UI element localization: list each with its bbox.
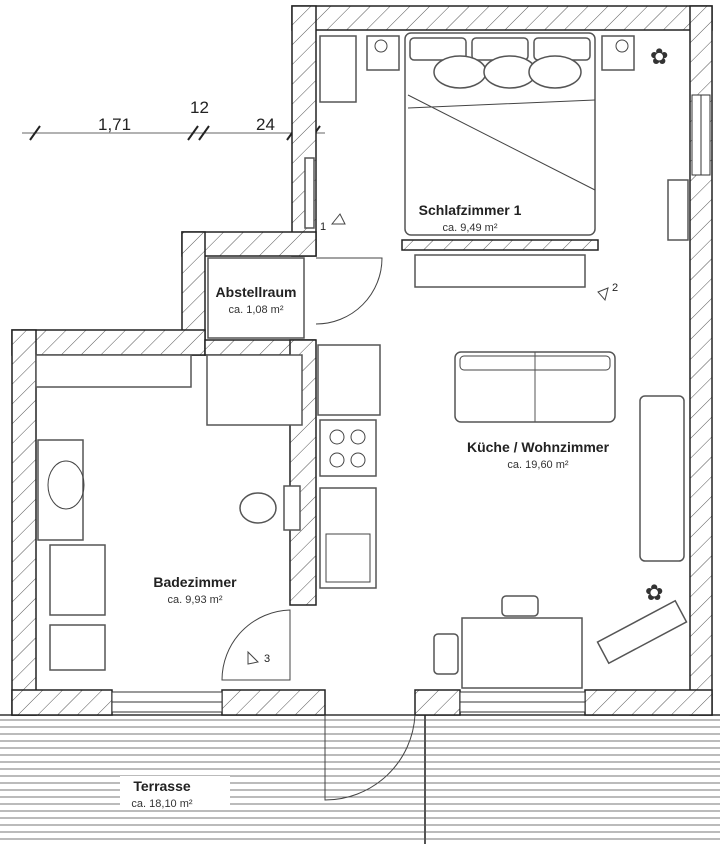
- nightstand-left: [366, 35, 400, 71]
- plant-icon: ✿: [650, 44, 668, 69]
- dimension-1: 1,71: [98, 115, 131, 134]
- shelf: [304, 157, 315, 229]
- dining-table: [461, 617, 583, 689]
- dimension-2: 12: [190, 98, 209, 117]
- shower: [206, 354, 303, 426]
- view-marker: 1: [320, 221, 326, 233]
- room-name: Terrasse: [133, 778, 191, 794]
- washing-machine: [49, 544, 106, 616]
- lamp-icon: [615, 39, 629, 53]
- room-area: ca. 19,60 m²: [507, 459, 568, 471]
- couch: [639, 395, 685, 562]
- tv-board: [596, 599, 688, 665]
- dimension-line: 1,71 12 24: [22, 98, 325, 141]
- room-area: ca. 9,49 m²: [442, 222, 497, 234]
- camera-view-icon: [330, 213, 346, 225]
- room-area: ca. 18,10 m²: [131, 798, 192, 810]
- terrace: [0, 714, 720, 844]
- camera-view-icon: [247, 650, 260, 665]
- wardrobe: [319, 35, 357, 103]
- room-name: Abstellraum: [216, 284, 297, 300]
- doors: [221, 257, 416, 801]
- vanity: [37, 439, 84, 541]
- dimension-3: 24: [256, 115, 275, 134]
- bed: [404, 32, 596, 236]
- cooktop: [319, 419, 377, 477]
- fridge: [317, 344, 381, 416]
- sink: [319, 487, 377, 589]
- washbasin: [47, 460, 85, 510]
- sofa: [454, 351, 616, 423]
- room-area: ca. 1,08 m²: [228, 304, 283, 316]
- toilet-tank: [283, 485, 301, 531]
- plant-icon: ✿: [645, 580, 663, 605]
- chair: [501, 595, 539, 617]
- room-name: Badezimmer: [153, 574, 237, 590]
- sideboard: [414, 254, 586, 288]
- room-area: ca. 9,93 m²: [167, 594, 222, 606]
- chair: [433, 633, 459, 675]
- cabinet: [49, 624, 106, 671]
- camera-view-icon: [597, 287, 609, 302]
- toilet: [239, 492, 277, 524]
- radiator: [667, 179, 689, 241]
- lamp-icon: [374, 39, 388, 53]
- room-name: Schlafzimmer 1: [419, 202, 522, 218]
- bathtub: [35, 354, 192, 388]
- storage-room-shelf: [207, 257, 305, 339]
- view-marker: 3: [264, 653, 270, 665]
- room-name: Küche / Wohnzimmer: [467, 439, 610, 455]
- view-marker: 2: [612, 282, 618, 294]
